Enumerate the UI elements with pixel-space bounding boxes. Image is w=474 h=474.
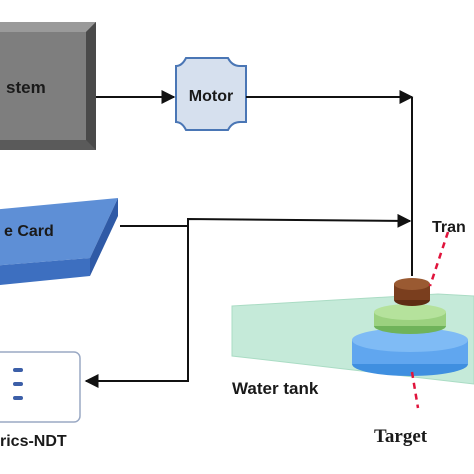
transducer-assembly — [352, 278, 468, 376]
motor-block: Motor — [175, 57, 247, 131]
card-block: e Card — [0, 198, 118, 285]
indicator-dot-icon — [13, 368, 23, 372]
beam-line-upper — [428, 231, 450, 287]
card-label: e Card — [4, 223, 54, 240]
motor-label: Motor — [189, 88, 233, 105]
system-label: stem — [6, 78, 46, 97]
card-to-transducer-arrow — [120, 213, 412, 228]
system-box: stem — [0, 22, 96, 150]
target-label: Target — [374, 426, 428, 447]
ndt-device — [0, 351, 81, 423]
indicator-dot-icon — [13, 382, 23, 386]
water-tank-label: Water tank — [232, 379, 319, 398]
transducer-label: Tran — [432, 219, 466, 236]
transducer-to-ndt-arrow — [84, 226, 189, 388]
ndt-label: rics-NDT — [0, 433, 67, 450]
indicator-dot-icon — [13, 396, 23, 400]
